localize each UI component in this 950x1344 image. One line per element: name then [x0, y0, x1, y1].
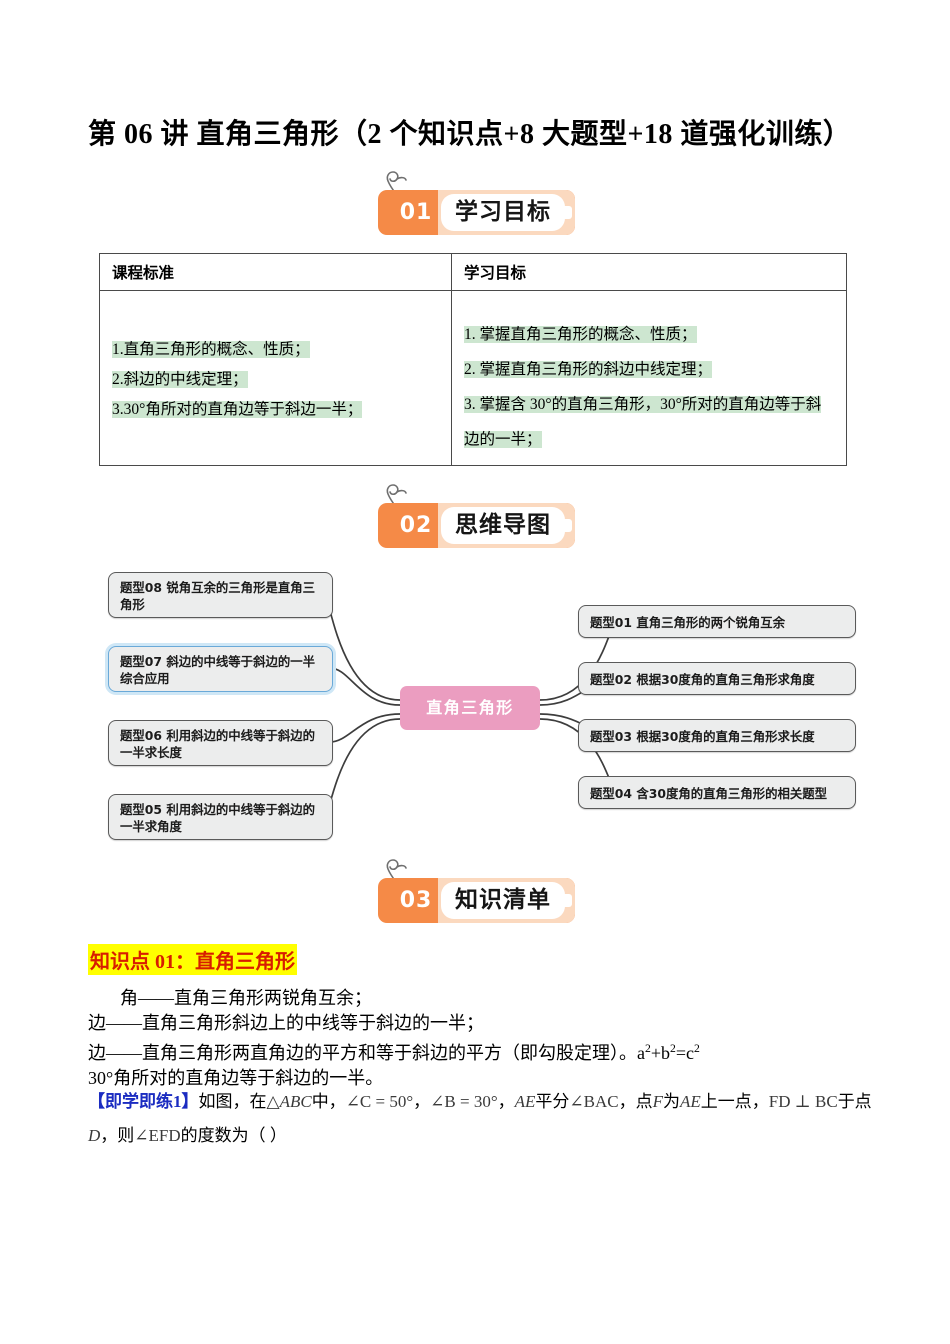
goal-item: 边的一半； — [464, 431, 542, 448]
mindmap-node-left-05[interactable]: 题型05 利用斜边的中线等于斜边的一半求角度 — [108, 794, 333, 840]
section-banner-mindmap: 02 思维导图 — [378, 484, 575, 548]
knowledge-line: 角——直角三角形两锐角互余； — [120, 988, 372, 1008]
banner-inner-plate — [441, 882, 572, 919]
segment-ae: AE — [514, 1092, 536, 1111]
standard-item: 1.直角三角形的概念、性质； — [112, 341, 310, 358]
mindmap-node-left-07[interactable]: 题型07 斜边的中线等于斜边的一半综合应用 — [108, 646, 333, 692]
standard-item: 2.斜边的中线定理； — [112, 371, 248, 388]
table-header-standards: 课程标准 — [99, 253, 452, 291]
banner-number: 03 — [399, 888, 433, 913]
knowledge-line-with-formula: 边——直角三角形两直角边的平方和等于斜边的平方（即勾股定理）。a2+b2=c2 — [88, 1042, 700, 1063]
point-f: F — [652, 1092, 663, 1111]
angle-c-value: ∠C = 50° — [345, 1092, 414, 1111]
knowledge-point-heading: 知识点 01：直角三角形 — [88, 944, 297, 975]
goal-item: 3. 掌握含 30°的直角三角形，30°所对的直角边等于斜 — [464, 396, 822, 413]
paperclip-icon — [386, 171, 407, 195]
knowledge-line: 边——直角三角形斜边上的中线等于斜边的一半； — [88, 1013, 484, 1033]
angle-efd: ∠EFD — [134, 1126, 181, 1145]
angle-b-value: ∠B = 30° — [430, 1092, 498, 1111]
pythagorean-formula: a2+b2=c2 — [637, 1042, 700, 1063]
banner-label: 知识清单 — [455, 887, 551, 913]
segment-ae-2: AE — [680, 1092, 701, 1111]
triangle-abc: △ABC — [266, 1092, 312, 1111]
fd-perp-bc: FD ⊥ BC — [768, 1092, 838, 1111]
table-header-row: 课程标准 学习目标 — [99, 253, 847, 291]
banner-label: 学习目标 — [455, 199, 551, 225]
goal-item: 1. 掌握直角三角形的概念、性质； — [464, 326, 697, 343]
table-cell-goals: 1. 掌握直角三角形的概念、性质； 2. 掌握直角三角形的斜边中线定理； 3. … — [451, 290, 847, 466]
section-banner-objectives: 01 学习目标 — [378, 171, 575, 235]
mindmap-node-right-03[interactable]: 题型03 根据30度角的直角三角形求长度 — [578, 719, 856, 752]
banner-label: 思维导图 — [455, 512, 551, 538]
standard-item: 3.30°角所对的直角边等于斜边一半； — [112, 401, 363, 418]
table-body-row: 1.直角三角形的概念、性质； 2.斜边的中线定理； 3.30°角所对的直角边等于… — [99, 290, 847, 466]
page-title: 第 06 讲 直角三角形（2 个知识点+8 大题型+18 道强化训练） — [88, 119, 852, 150]
banner-number: 01 — [399, 200, 433, 225]
mindmap-node-left-08[interactable]: 题型08 锐角互余的三角形是直角三角形 — [108, 572, 333, 618]
knowledge-point-body: 角——直角三角形两锐角互余； 边——直角三角形斜边上的中线等于斜边的一半； 边—… — [88, 986, 868, 1091]
banner-inner-plate — [441, 194, 572, 231]
mindmap-node-right-02[interactable]: 题型02 根据30度角的直角三角形求角度 — [578, 662, 856, 695]
banner-number: 02 — [399, 513, 433, 538]
banner-inner-plate — [441, 507, 572, 544]
table-header-goals: 学习目标 — [451, 253, 847, 291]
goal-item: 2. 掌握直角三角形的斜边中线定理； — [464, 361, 713, 378]
angle-bac: ∠BAC — [569, 1092, 619, 1111]
mindmap-node-right-01[interactable]: 题型01 直角三角形的两个锐角互余 — [578, 605, 856, 638]
practice-problem: 【即学即练1】如图，在△ABC中，∠C = 50°，∠B = 30°，AE平分∠… — [88, 1092, 872, 1145]
knowledge-line: 30°角所对的直角边等于斜边的一半。 — [88, 1068, 384, 1088]
point-d: D — [88, 1126, 101, 1145]
table-cell-standards: 1.直角三角形的概念、性质； 2.斜边的中线定理； 3.30°角所对的直角边等于… — [99, 290, 452, 466]
practice-tag: 【即学即练1】 — [88, 1092, 199, 1111]
mindmap-center-node[interactable]: 直角三角形 — [400, 686, 540, 730]
objectives-table: 课程标准 学习目标 1.直角三角形的概念、性质； 2.斜边的中线定理； 3.30… — [99, 253, 847, 466]
section-banner-knowledge: 03 知识清单 — [378, 859, 575, 923]
mindmap-node-left-06[interactable]: 题型06 利用斜边的中线等于斜边的一半求长度 — [108, 720, 333, 766]
mindmap-node-right-04[interactable]: 题型04 含30度角的直角三角形的相关题型 — [578, 776, 856, 809]
paperclip-icon — [386, 484, 407, 508]
paperclip-icon — [386, 859, 407, 883]
